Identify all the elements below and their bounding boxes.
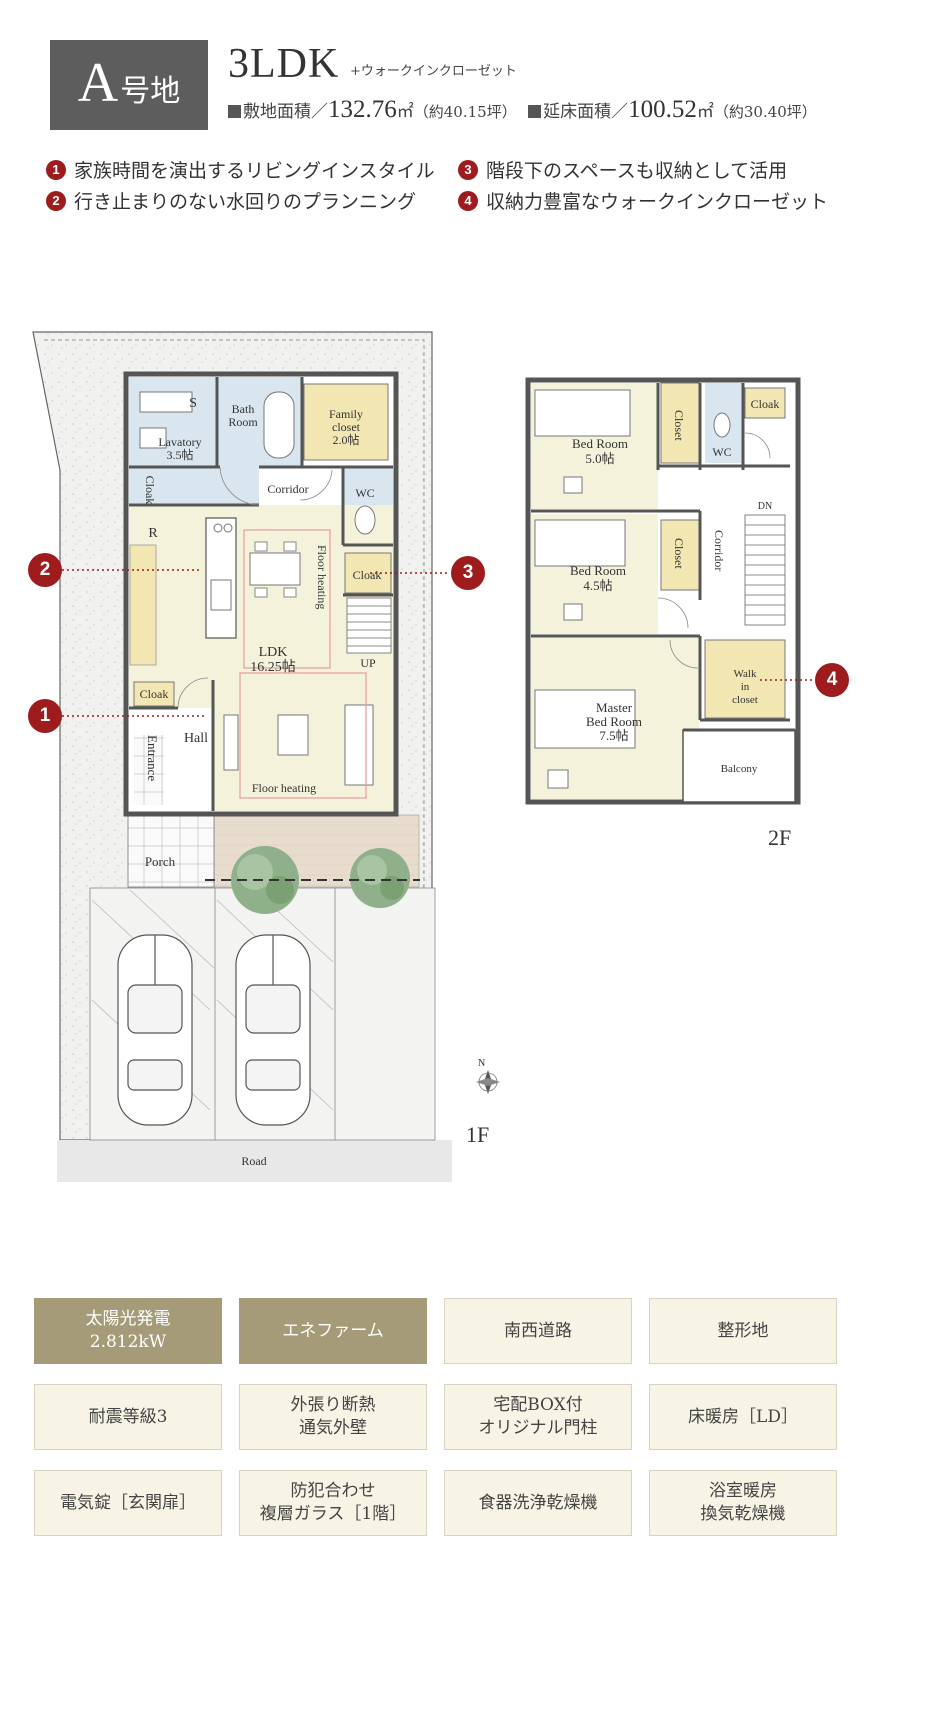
square-bullet-icon: [528, 105, 542, 118]
plan-extra: +ウォークインクローゼット: [350, 64, 517, 79]
point-item: 1 家族時間を演出するリビングインスタイル: [46, 156, 435, 183]
square-bullet-icon: [228, 105, 241, 118]
area-summary: 敷地面積／132.76㎡（約40.15坪） 延床面積／100.52㎡（約30.4…: [228, 96, 817, 124]
plan-marker-3: 3: [451, 556, 485, 590]
feature-tile: 外張り断熱 通気外壁: [239, 1384, 427, 1450]
feature-tile: 整形地: [649, 1298, 837, 1364]
room-label-balcony: Balcony: [721, 763, 758, 775]
plan-marker-1: 1: [28, 699, 62, 733]
point-number: 1: [46, 159, 66, 180]
room-label-closet-2: Closet: [672, 538, 686, 569]
compass-north-label: N: [478, 1058, 485, 1069]
feature-tile: 太陽光発電 2.812kW: [34, 1298, 222, 1364]
plan-marker-2: 2: [28, 553, 62, 587]
compass-icon: N: [476, 1058, 500, 1094]
feature-tile: 食器洗浄乾燥機: [444, 1470, 632, 1536]
site-area-value: 132.76: [328, 96, 397, 123]
plan-type: 3LDK: [228, 41, 340, 87]
room-label-cloak-side: Cloak: [143, 476, 157, 505]
room-label-wc: WC: [355, 486, 374, 500]
feature-tile: 耐震等級3: [34, 1384, 222, 1450]
plan-marker-4: 4: [815, 663, 849, 697]
point-item: 4 収納力豊富なウォークインクローゼット: [458, 187, 828, 214]
label-floor-heating-vertical: Floor heating: [315, 545, 329, 609]
room-label-corridor-2f: Corridor: [712, 530, 726, 571]
room-label-closet-1: Closet: [672, 410, 686, 441]
floor-area-label: 延床面積／: [543, 102, 629, 122]
point-text: 収納力豊富なウォークインクローゼット: [486, 191, 829, 213]
point-text: 階段下のスペースも収納として活用: [486, 160, 788, 182]
site-area-label: 敷地面積／: [243, 102, 328, 122]
room-label-hall: Hall: [184, 731, 208, 746]
feature-tile: 浴室暖房 換気乾燥機: [649, 1470, 837, 1536]
room-label-cloak-hall: Cloak: [140, 687, 169, 701]
room-label-ldk-size: 16.25帖: [250, 659, 296, 675]
tree-icon: [350, 848, 410, 908]
label-dn: DN: [758, 501, 772, 512]
lot-badge: A 号地: [50, 40, 208, 130]
floor-area-unit: ㎡: [696, 102, 714, 122]
point-item: 2 行き止まりのない水回りのプランニング: [46, 187, 416, 214]
point-number: 2: [46, 190, 66, 211]
point-number: 4: [458, 190, 478, 211]
lot-letter: A: [77, 52, 119, 114]
floor-area-tsubo: （約30.40坪）: [713, 103, 817, 121]
feature-tile: 南西道路: [444, 1298, 632, 1364]
car-icon: [235, 934, 311, 1126]
room-label-wc-2f: WC: [712, 445, 731, 459]
site-area-tsubo: （約40.15坪）: [413, 103, 517, 121]
feature-tile: 床暖房［LD］: [649, 1384, 837, 1450]
room-label-storage: S: [189, 396, 197, 411]
feature-tile: 電気錠［玄関扉］: [34, 1470, 222, 1536]
room-label-cloak-stair: Cloak: [353, 568, 382, 582]
point-text: 家族時間を演出するリビングインスタイル: [74, 160, 435, 182]
building-1f: [123, 371, 399, 817]
point-item: 3 階段下のスペースも収納として活用: [458, 156, 787, 183]
label-floor-heating: Floor heating: [252, 781, 316, 795]
floor-label-2f: 2F: [768, 825, 792, 850]
feature-tile: 防犯合わせ 複層ガラス［1階］: [239, 1470, 427, 1536]
label-road: Road: [241, 1154, 266, 1168]
label-up: UP: [360, 656, 376, 670]
site-area-unit: ㎡: [396, 102, 414, 122]
room-label-ldk: LDK: [259, 645, 288, 660]
room-label-porch: Porch: [145, 854, 176, 869]
room-label-corridor: Corridor: [267, 482, 308, 496]
room-label-cloak-2f: Cloak: [751, 397, 780, 411]
feature-tile: 宅配BOX付 オリジナル門柱: [444, 1384, 632, 1450]
building-2f: [525, 377, 801, 805]
floor-label-1f: 1F: [466, 1122, 490, 1147]
lot-suffix: 号地: [120, 74, 181, 109]
car-icon: [117, 934, 193, 1126]
point-text: 行き止まりのない水回りのプランニング: [74, 191, 417, 213]
point-number: 3: [458, 159, 478, 180]
room-label-entrance: Entrance: [145, 735, 160, 781]
room-label-refrigerator: R: [148, 526, 158, 541]
floor-area-value: 100.52: [628, 96, 697, 123]
feature-tile: エネファーム: [239, 1298, 427, 1364]
